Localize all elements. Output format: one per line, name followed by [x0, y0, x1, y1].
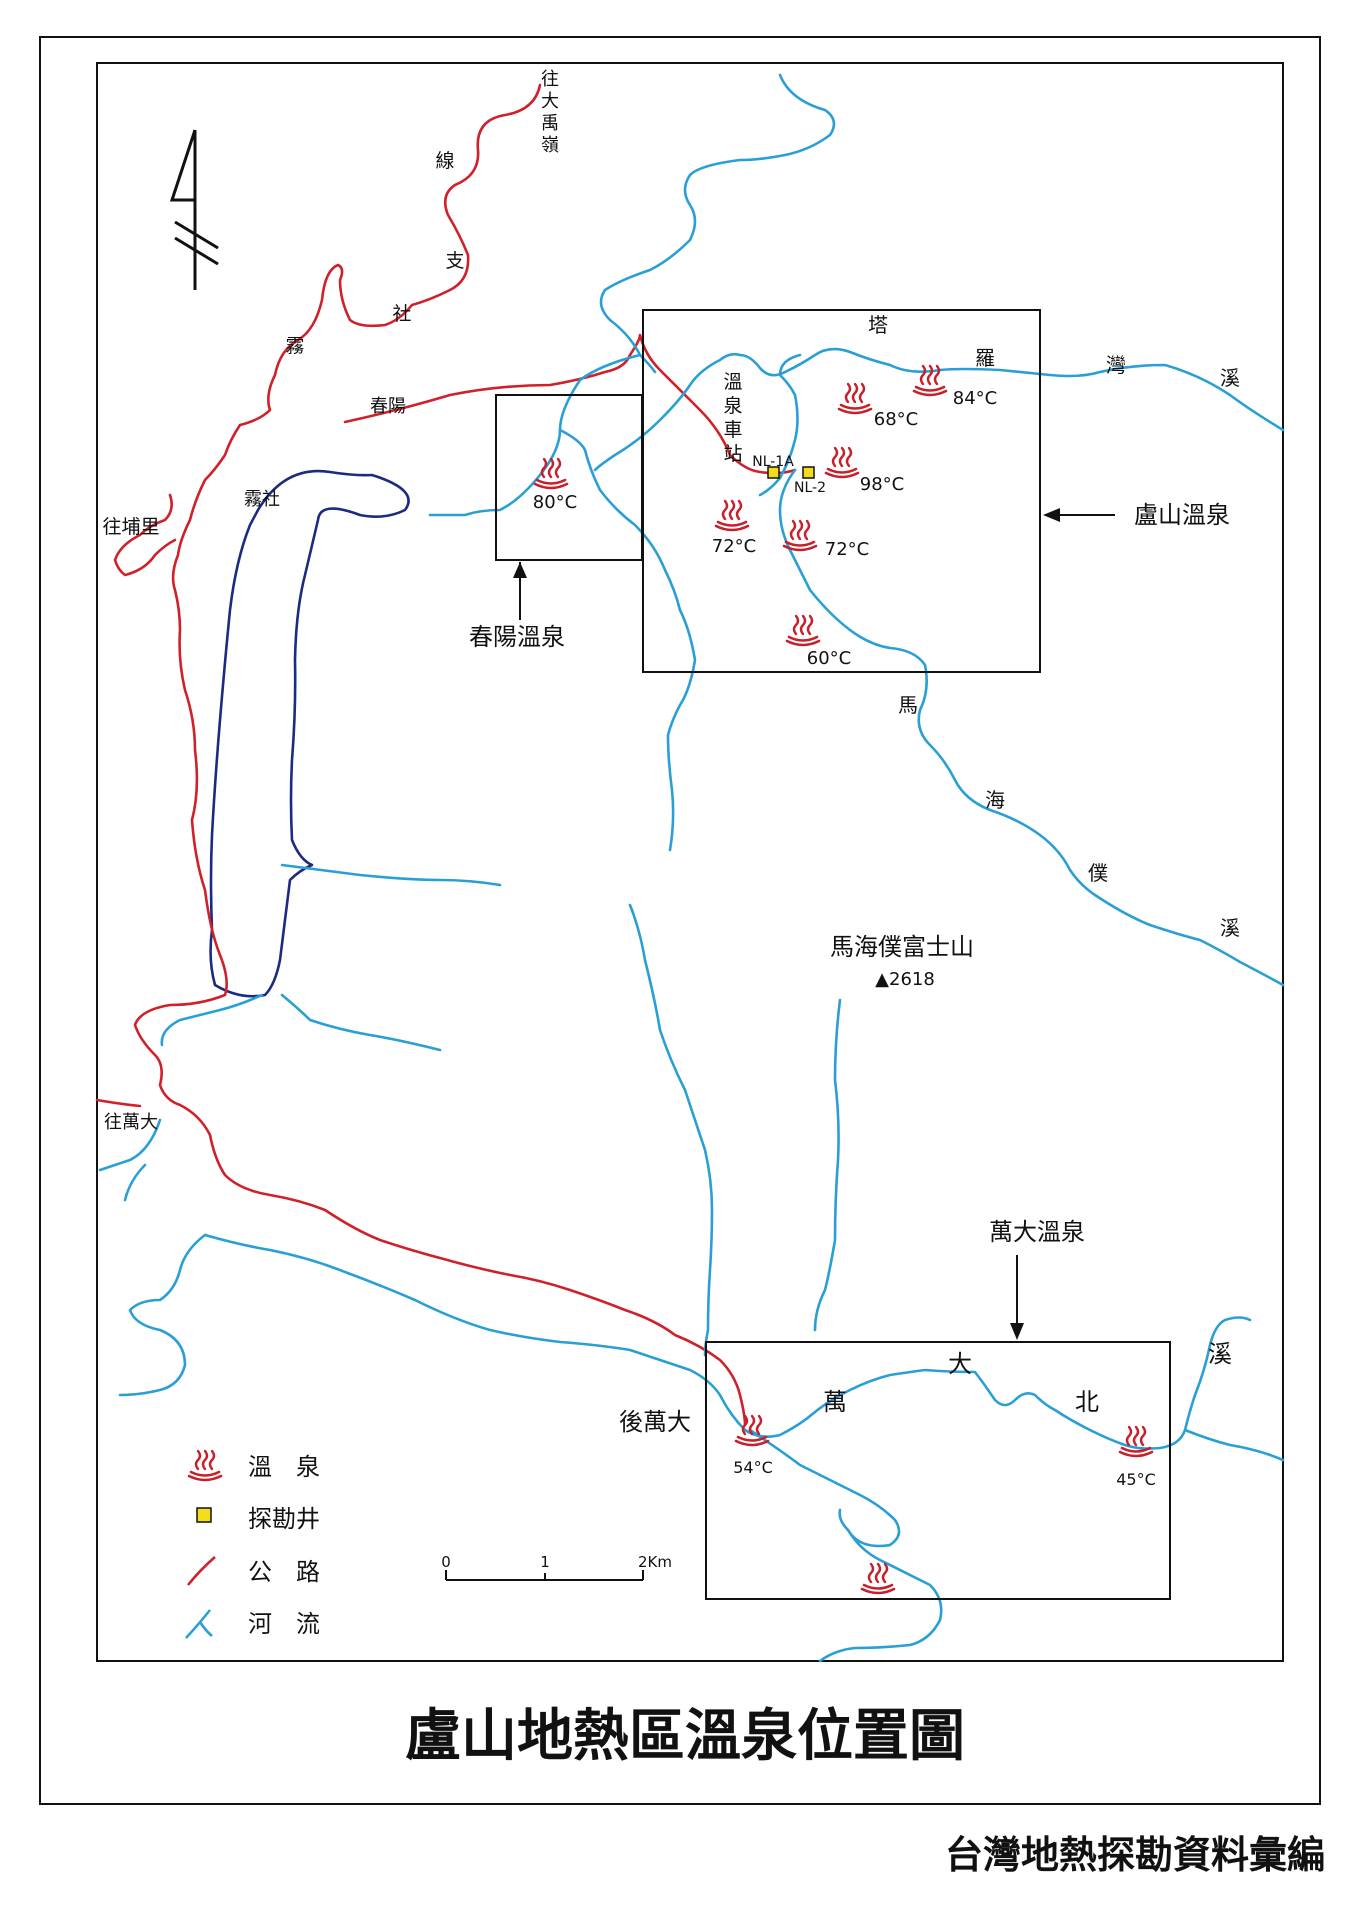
- river-label-mahaipu: 溪: [1220, 916, 1240, 940]
- place-label-chunyang: 春陽: [370, 396, 406, 417]
- road-label-to-dayu: 嶺: [541, 135, 559, 156]
- scale-tick: 2Km: [638, 1553, 672, 1571]
- hot-spring-icon: [714, 499, 750, 532]
- hot-spring-icon: [187, 1449, 223, 1482]
- area-label-wanda: 萬大溫泉: [989, 1218, 1085, 1246]
- well-icon: [802, 466, 815, 479]
- river-label-taluowan: 羅: [975, 346, 995, 370]
- river-label-mahaipu: 僕: [1088, 861, 1108, 885]
- road-label-to-dayu: 大: [541, 91, 559, 112]
- lushan-box: [642, 309, 1041, 673]
- road-label-wushe-branch: 支: [445, 250, 464, 272]
- river-label-wandabei: 溪: [1208, 1340, 1232, 1368]
- road-label-to-dayu: 禹: [541, 113, 559, 134]
- legend-label: 公 路: [248, 1558, 320, 1586]
- scale-tick: 0: [441, 1553, 451, 1571]
- spring-temp: 60°C: [807, 648, 851, 669]
- river-label-mahaipu: 馬: [898, 693, 918, 717]
- river-label-mahaipu: 海: [985, 788, 1005, 812]
- outer-frame: [39, 36, 1321, 1805]
- place-label-station: 泉: [723, 395, 742, 417]
- road-label-wushe-branch: 線: [435, 150, 454, 172]
- spring-temp: 54°C: [733, 1458, 773, 1477]
- arrow-icon: [513, 562, 527, 620]
- map-title: 盧山地熱區溫泉位置圖: [405, 1704, 965, 1769]
- well-icon: [196, 1507, 212, 1523]
- hot-spring-icon: [837, 382, 873, 415]
- wanda-box: [705, 1341, 1171, 1600]
- area-label-chunyang: 春陽溫泉: [469, 623, 565, 651]
- arrow-icon: [1043, 508, 1115, 522]
- hot-spring-icon: [1118, 1425, 1154, 1458]
- river-label-taluowan: 灣: [1106, 353, 1126, 377]
- legend-label: 溫 泉: [248, 1453, 320, 1481]
- hot-spring-icon: [860, 1562, 896, 1595]
- spring-temp: 98°C: [860, 474, 904, 495]
- map-frame: [96, 62, 1284, 1662]
- hot-spring-icon: [785, 614, 821, 647]
- mountain-elevation: ▲2618: [875, 969, 935, 990]
- arrow-icon: [1010, 1255, 1024, 1340]
- place-label-station: 溫: [723, 371, 742, 393]
- hot-spring-icon: [824, 446, 860, 479]
- well-label: NL-2: [794, 480, 826, 496]
- spring-temp: 80°C: [533, 492, 577, 513]
- well-label: NL-1A: [752, 454, 794, 470]
- lake-outline: [209, 469, 410, 998]
- legend: 溫 泉 探勘井 公 路 河 流: [185, 1449, 320, 1639]
- spring-temp: 68°C: [874, 409, 918, 430]
- river-label-taluowan: 塔: [868, 313, 888, 337]
- north-arrow-icon: [169, 129, 219, 290]
- place-label-wushe: 霧社: [244, 489, 280, 510]
- river-label-taluowan: 溪: [1220, 366, 1240, 390]
- mountain-label: 馬海僕富士山: [830, 933, 974, 961]
- spring-temp: 45°C: [1116, 1470, 1156, 1489]
- roads: [95, 83, 797, 1427]
- road-label-wushe-branch: 霧: [285, 335, 304, 357]
- scale-bar: 0 1 2Km: [441, 1553, 672, 1581]
- river-icon: [185, 1609, 213, 1639]
- rivers: [98, 73, 1285, 1663]
- place-label-station: 車: [723, 419, 742, 441]
- spring-temp: 72°C: [825, 539, 869, 560]
- place-label-houwanda: 後萬大: [619, 1408, 691, 1436]
- road-icon: [186, 1556, 216, 1586]
- river-label-wandabei: 萬: [823, 1388, 847, 1416]
- road-label-to-puli: 往埔里: [102, 516, 159, 538]
- road-label-wushe-branch: 社: [392, 303, 411, 325]
- spring-temp: 72°C: [712, 536, 756, 557]
- scale-tick: 1: [540, 1553, 550, 1571]
- well-icon: [767, 466, 780, 479]
- place-label-station: 站: [723, 443, 742, 465]
- chunyang-box: [495, 394, 643, 561]
- area-label-lushan: 盧山溫泉: [1134, 501, 1230, 529]
- spring-temp: 84°C: [953, 388, 997, 409]
- source-credit: 台灣地熱探勘資料彙編: [945, 1833, 1325, 1877]
- road-label-to-wanda: 往萬大: [104, 1112, 158, 1133]
- road-label-to-dayu: 往: [541, 69, 559, 90]
- river-label-wandabei: 北: [1075, 1388, 1099, 1416]
- legend-label: 探勘井: [248, 1505, 320, 1533]
- river-label-wandabei: 大: [948, 1350, 972, 1378]
- legend-label: 河 流: [248, 1610, 320, 1638]
